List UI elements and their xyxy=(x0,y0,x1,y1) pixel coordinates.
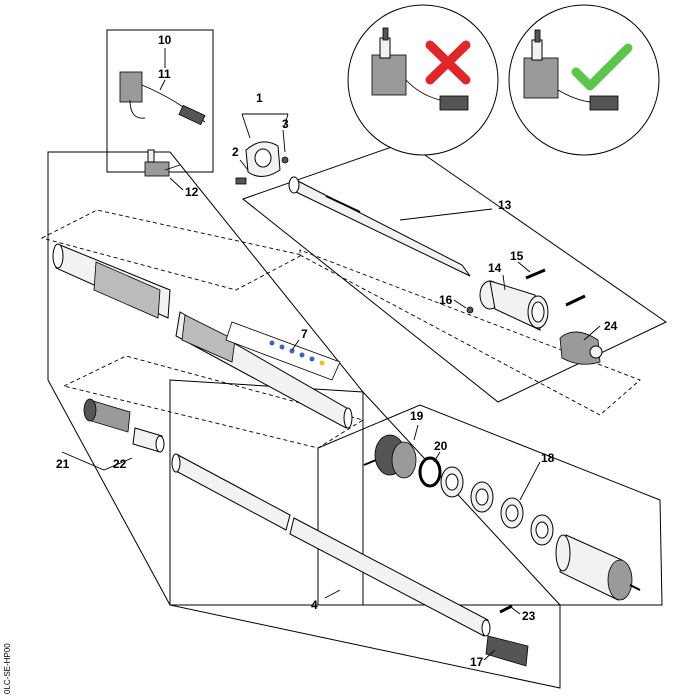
callout-2: 2 xyxy=(232,145,239,159)
cross-icon xyxy=(425,40,471,85)
box-gear-assembly-18 xyxy=(317,404,663,606)
part-tube-13 xyxy=(288,176,471,277)
part-screw-15 xyxy=(525,268,586,307)
box-tube-13 xyxy=(241,141,667,403)
callout-24: 24 xyxy=(604,319,618,333)
part-nut-16 xyxy=(466,306,474,314)
part-drive-shaft xyxy=(555,534,641,601)
callout-12: 12 xyxy=(185,185,199,199)
callout-17: 17 xyxy=(470,655,484,669)
part-screw-23 xyxy=(499,604,513,614)
part-spacer-20 xyxy=(418,456,442,488)
part-24 xyxy=(559,331,603,365)
dashed-guide-right xyxy=(299,249,641,416)
callout-7: 7 xyxy=(301,327,308,341)
part-switch-housing xyxy=(119,71,206,126)
callout-1: 1 xyxy=(256,91,263,105)
callout-19: 19 xyxy=(410,409,424,423)
callout-23: 23 xyxy=(522,609,536,623)
part-drive-tube xyxy=(52,243,353,429)
callout-20: 20 xyxy=(434,439,448,453)
inset-incorrect xyxy=(347,4,499,156)
leader-21-22 xyxy=(61,451,133,471)
callouts: 10 11 1 3 2 12 13 15 14 16 24 7 19 20 18… xyxy=(56,33,618,669)
part-clip-17 xyxy=(485,635,529,667)
part-switch-12 xyxy=(144,149,181,177)
callout-3: 3 xyxy=(282,117,289,131)
part-coupling-14 xyxy=(479,280,549,331)
part-bearings xyxy=(440,466,554,546)
callout-18: 18 xyxy=(541,451,555,465)
part-gear-head xyxy=(363,434,417,479)
callout-16: 16 xyxy=(439,293,453,307)
callout-21: 21 xyxy=(56,457,70,471)
callout-13: 13 xyxy=(498,198,512,212)
drawing-code: 0LC-SE-HP00 xyxy=(3,643,12,694)
checkmark-icon xyxy=(571,43,633,91)
part-clamp-1 xyxy=(235,141,289,185)
callout-4: 4 xyxy=(311,598,318,612)
box-tube-4 xyxy=(169,379,561,689)
callout-22: 22 xyxy=(113,457,127,471)
callout-10: 10 xyxy=(158,33,172,47)
part-tube-4 xyxy=(171,453,491,637)
dashed-guide-middle xyxy=(62,355,365,449)
callout-15: 15 xyxy=(510,249,524,263)
callout-14: 14 xyxy=(488,261,502,275)
callout-11: 11 xyxy=(158,67,171,81)
box-switch-assembly xyxy=(106,29,214,173)
part-21 xyxy=(83,398,131,433)
part-22 xyxy=(132,427,165,453)
leader-lines xyxy=(159,48,601,661)
part-label-7 xyxy=(225,321,341,381)
inset-correct xyxy=(508,4,660,156)
dashed-guide-upper xyxy=(40,209,304,291)
